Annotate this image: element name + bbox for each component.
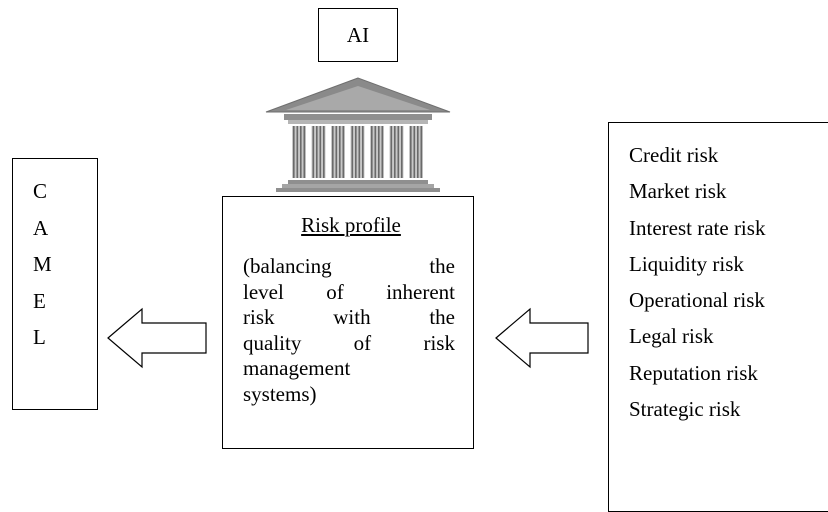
bank-building-icon [265, 77, 451, 192]
profile-line: management [243, 356, 455, 382]
risk-profile-box: Risk profile (balancing the level of inh… [222, 196, 474, 449]
risk-profile-title: Risk profile [301, 213, 401, 237]
profile-line: (balancing the [243, 254, 455, 280]
profile-word: quality [243, 330, 302, 355]
risk-item-liquidity: Liquidity risk [629, 251, 744, 276]
profile-line: level of inherent [243, 280, 455, 306]
risk-item-interest-rate: Interest rate risk [629, 215, 766, 240]
profile-word: the [429, 254, 455, 278]
risk-item-market: Market risk [629, 179, 727, 204]
profile-word: risk [243, 305, 275, 329]
risk-types-box: Credit risk Market risk Interest rate ri… [608, 122, 828, 512]
profile-word: risk [423, 330, 455, 355]
risk-profile-description: (balancing the level of inherent risk wi… [243, 254, 455, 407]
profile-word: level [243, 279, 284, 304]
risk-item-credit: Credit risk [629, 143, 719, 167]
ai-box: AI [318, 8, 398, 62]
profile-word: management [243, 356, 351, 380]
arrow-left-icon [107, 307, 207, 369]
risk-item-reputation: Reputation risk [629, 360, 758, 385]
camel-letter-c: C [33, 179, 48, 203]
profile-line: quality of risk [243, 331, 455, 357]
profile-word: inherent [386, 279, 455, 304]
profile-line: risk with the [243, 305, 455, 331]
risk-item-operational: Operational risk [629, 288, 765, 313]
risk-item-strategic: Strategic risk [629, 397, 741, 422]
profile-word: the [429, 305, 455, 329]
profile-word: with [333, 305, 371, 329]
profile-word: of [326, 279, 344, 304]
camel-letter-e: E [33, 288, 46, 313]
arrow-left-icon [495, 307, 589, 369]
profile-line: systems) [243, 382, 455, 408]
ai-label: AI [346, 22, 370, 47]
camel-letter-a: A [33, 215, 49, 240]
profile-word: systems) [243, 381, 317, 406]
camel-letter-m: M [33, 252, 52, 276]
risk-item-legal: Legal risk [629, 324, 714, 349]
camel-letter-l: L [33, 325, 46, 349]
profile-word: of [353, 330, 372, 355]
camel-box: C A M E L [12, 158, 98, 410]
profile-word: (balancing [243, 254, 332, 278]
